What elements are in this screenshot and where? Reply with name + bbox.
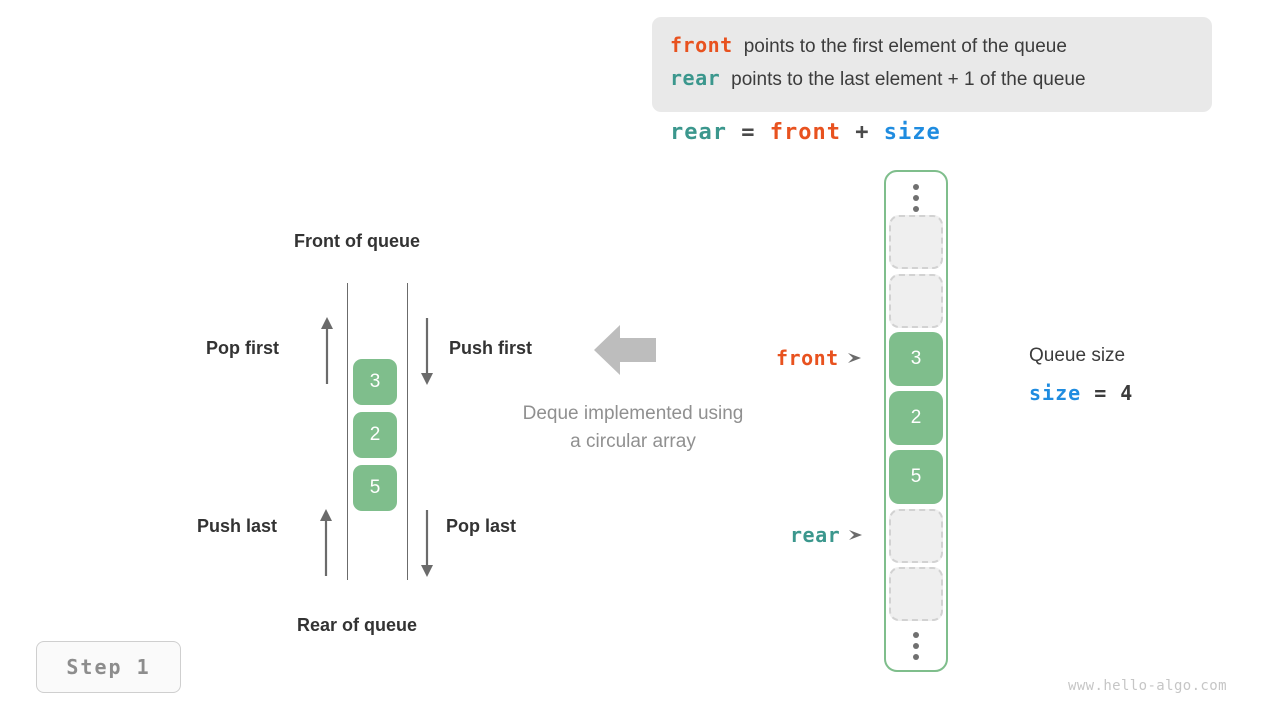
diagram-caption: Deque implemented using a circular array <box>490 400 776 456</box>
caption-line-2: a circular array <box>570 431 696 452</box>
deque-rear-title: Rear of queue <box>297 615 418 635</box>
label-pop-first: Pop first <box>206 338 280 358</box>
formula-rear-equals-front-plus-size: rear = front + size <box>670 120 941 145</box>
arrow-right-head-icon <box>849 524 863 547</box>
arrow-down-icon <box>419 508 435 578</box>
array-cell-filled: 2 <box>889 391 943 445</box>
circular-array-container <box>884 170 948 672</box>
legend-line-rear: rear points to the last element + 1 of t… <box>670 66 1194 99</box>
array-cell-empty <box>889 567 943 621</box>
formula-term-rear: rear <box>670 120 727 145</box>
footer-url: www.hello-algo.com <box>1068 678 1227 694</box>
dot <box>913 643 919 649</box>
formula-plus: + <box>840 120 884 145</box>
array-cell-empty <box>889 215 943 269</box>
queue-size-var: size <box>1029 381 1082 405</box>
legend-panel: front points to the first element of the… <box>652 17 1212 112</box>
arrow-up-icon <box>318 508 334 578</box>
arrow-down-icon <box>419 316 435 386</box>
label-pop-last: Pop last <box>446 516 517 536</box>
deque-cell: 2 <box>353 412 397 458</box>
pointer-rear: rear <box>790 523 863 547</box>
queue-size-expression: size = 4 <box>1029 381 1133 405</box>
dot <box>913 632 919 638</box>
formula-term-size: size <box>883 120 941 145</box>
queue-size-number: 4 <box>1120 381 1134 405</box>
deque-rail-right <box>407 283 408 580</box>
array-cell-filled: 5 <box>889 450 943 504</box>
legend-line-front: front points to the first element of the… <box>670 33 1194 66</box>
arrow-right-head-icon <box>847 347 862 370</box>
big-arrow-left-icon <box>594 324 656 376</box>
arrow-up-icon <box>319 316 335 386</box>
array-cell-empty <box>889 509 943 563</box>
legend-text-rear: points to the last element + 1 of the qu… <box>731 69 1086 90</box>
legend-text-front: points to the first element of the queue <box>743 36 1067 57</box>
array-cell-empty <box>889 274 943 328</box>
array-cell-filled: 3 <box>889 332 943 386</box>
label-push-last: Push last <box>197 516 278 536</box>
deque-cell: 3 <box>353 359 397 405</box>
caption-line-1: Deque implemented using <box>522 403 744 424</box>
legend-keyword-rear: rear <box>670 66 721 90</box>
dot <box>913 206 919 212</box>
formula-term-front: front <box>769 120 841 145</box>
deque-front-title: Front of queue <box>294 231 420 251</box>
pointer-front-label: front <box>776 346 839 370</box>
dot <box>913 654 919 660</box>
label-push-first: Push first <box>449 338 533 358</box>
deque-rail-left <box>347 283 348 580</box>
queue-size-label: Queue size <box>1029 345 1126 366</box>
formula-equals: = <box>726 120 770 145</box>
dot <box>913 195 919 201</box>
vertical-ellipsis-icon <box>884 624 948 668</box>
legend-keyword-front: front <box>670 33 733 57</box>
pointer-front: front <box>776 346 862 370</box>
deque-cell: 5 <box>353 465 397 511</box>
queue-size-equals: = <box>1081 381 1121 405</box>
pointer-rear-label: rear <box>790 523 841 547</box>
step-badge: Step 1 <box>36 641 181 693</box>
vertical-ellipsis-icon <box>884 176 948 220</box>
dot <box>913 184 919 190</box>
